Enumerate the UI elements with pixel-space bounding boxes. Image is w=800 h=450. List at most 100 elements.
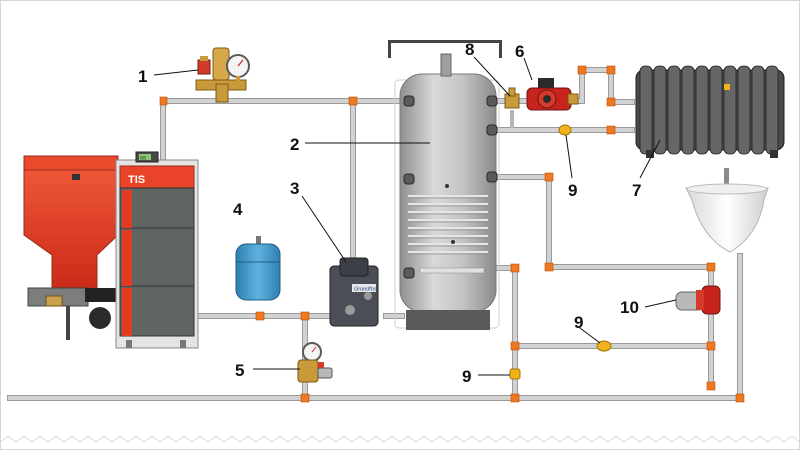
- boiler-door-top: [119, 187, 195, 229]
- fitting: [706, 341, 716, 351]
- tank-bracket-right: [499, 40, 502, 58]
- tee-branch: [510, 110, 514, 128]
- fitting: [735, 393, 745, 403]
- pressure-reducer: [297, 342, 333, 383]
- fitting: [159, 96, 168, 106]
- fitting: [606, 65, 616, 75]
- leader-9b: [579, 327, 601, 344]
- fitting: [544, 262, 554, 272]
- reducer-cap: [318, 362, 324, 368]
- check-valve: [596, 340, 612, 352]
- valve-body: [596, 340, 612, 352]
- basin-bowl: [685, 187, 769, 253]
- tank-sensor: [451, 240, 455, 244]
- safety-stem: [215, 83, 229, 103]
- tank-top-bracket: [388, 40, 502, 43]
- callout-9-bottom: 9: [462, 367, 471, 386]
- burner-fan: [45, 295, 63, 307]
- fitting: [300, 393, 310, 403]
- leader-3: [301, 195, 347, 263]
- reducer-gauge-needle: [311, 346, 317, 353]
- unit-port: [345, 305, 355, 315]
- unit-label-plate: [352, 284, 376, 292]
- boiler-side-strip: [122, 230, 132, 286]
- unit-brand: Grundfos: [354, 287, 377, 293]
- mixing-pump-unit: Grundfos: [329, 257, 379, 327]
- circulation-pump: [526, 78, 579, 111]
- fitting: [510, 341, 520, 351]
- tee-stem: [508, 87, 516, 97]
- relief-valve: [197, 59, 211, 75]
- cast-iron-radiator: [635, 65, 785, 158]
- fitting: [706, 262, 716, 272]
- fitting: [348, 96, 358, 106]
- reducer-knob: [317, 367, 333, 379]
- radiator-valve-marker: [724, 84, 730, 90]
- callout-7: 7: [632, 181, 641, 200]
- tee-fitting: [504, 87, 520, 128]
- callout-3: 3: [290, 179, 299, 198]
- check-valve: [509, 368, 521, 380]
- unit-port: [364, 292, 372, 300]
- heating-element: [419, 267, 485, 274]
- boiler-brand: TIS: [128, 174, 145, 186]
- fitting: [300, 311, 310, 321]
- boiler-door-middle: [119, 227, 195, 287]
- pump-union: [567, 93, 579, 105]
- heat-coil-shadow: [408, 197, 488, 255]
- pump-terminal: [538, 78, 554, 88]
- burner-tube: [85, 288, 117, 302]
- fitting: [510, 263, 520, 273]
- tank-top-outlet: [440, 53, 452, 77]
- fitting: [606, 125, 616, 135]
- leader-8: [473, 56, 511, 97]
- tank-bracket-left: [388, 40, 391, 58]
- hopper-lid: [23, 155, 119, 171]
- callout-6: 6: [515, 42, 524, 61]
- leader-lines: [153, 56, 677, 376]
- burner-motor: [89, 307, 111, 329]
- pump-hub: [543, 95, 551, 103]
- relief-cap: [200, 56, 208, 61]
- callout-10: 10: [620, 298, 639, 317]
- boiler-foot: [180, 340, 186, 348]
- radiator-foot: [770, 150, 778, 158]
- fitting: [577, 65, 587, 75]
- leader-10: [644, 299, 677, 308]
- reducer-body: [297, 359, 319, 383]
- valve-body: [558, 124, 572, 136]
- leader-7: [639, 139, 661, 179]
- fitting: [255, 311, 265, 321]
- leader-9a: [565, 134, 573, 179]
- fitting: [510, 393, 520, 403]
- unit-valve: [339, 257, 369, 277]
- vessel-connector: [256, 236, 261, 244]
- callout-4: 4: [233, 200, 243, 219]
- controller-screen: [139, 154, 151, 160]
- tank-base: [406, 310, 490, 330]
- washbasin: [685, 168, 769, 253]
- boiler-side-strip: [122, 288, 132, 336]
- callout-9-top: 9: [568, 181, 577, 200]
- fitting: [706, 381, 716, 391]
- recirc-collar: [696, 290, 704, 310]
- pellet-hopper: [23, 159, 119, 291]
- leader-6: [523, 57, 533, 81]
- fitting: [544, 172, 554, 182]
- callout-9-middle: 9: [574, 313, 583, 332]
- callout-1: 1: [138, 67, 147, 86]
- expansion-vessel: [235, 236, 281, 301]
- torn-edge: [0, 435, 800, 443]
- leader-1: [153, 69, 199, 76]
- boiler-door-bottom: [119, 285, 195, 337]
- tank-sensor: [445, 184, 449, 188]
- check-valve: [558, 124, 572, 136]
- storage-tank: [388, 40, 502, 330]
- basin-rim: [686, 183, 768, 195]
- gauge-needle: [237, 59, 244, 67]
- vessel-body: [235, 243, 281, 301]
- solid-fuel-boiler: TIS 88: [23, 151, 199, 349]
- valve-body: [509, 368, 521, 380]
